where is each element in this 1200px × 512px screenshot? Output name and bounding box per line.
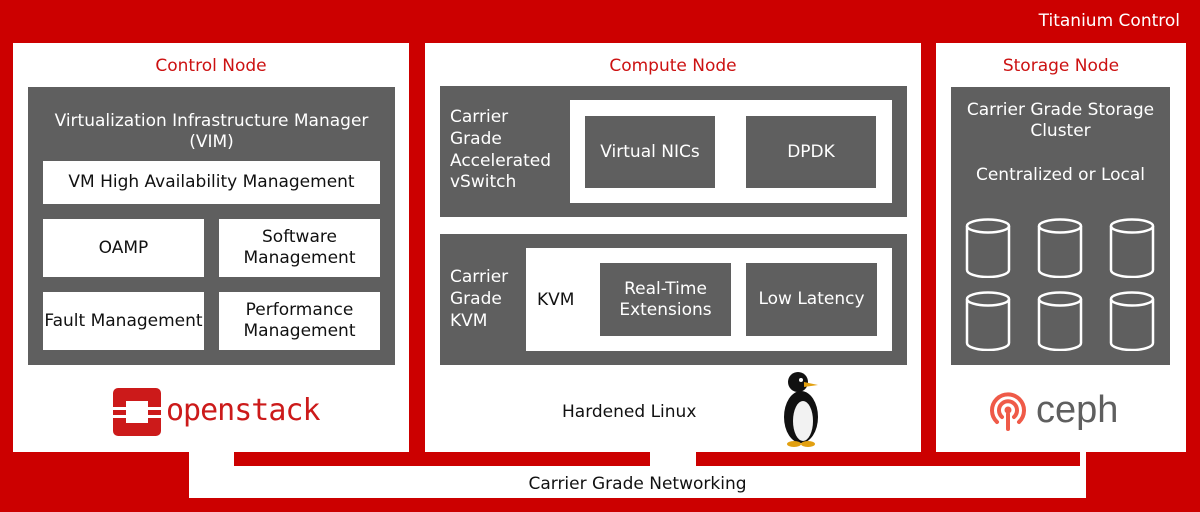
- hardened-linux-label: Hardened Linux: [562, 402, 697, 422]
- network-link-left: [234, 448, 650, 466]
- disk-cylinder-icon: [1037, 291, 1083, 351]
- control-node-title: Control Node: [155, 56, 267, 76]
- oamp-box: OAMP: [43, 219, 204, 277]
- vswitch-label: Carrier Grade Accelerated vSwitch: [450, 107, 551, 193]
- storage-cluster-title: Carrier Grade Storage Cluster: [966, 100, 1155, 141]
- disk-cylinder-icon: [965, 218, 1011, 278]
- openstack-logo-icon: [112, 387, 162, 437]
- vim-title: Virtualization Infrastructure Manager (V…: [54, 111, 369, 152]
- compute-node-title: Compute Node: [609, 56, 737, 76]
- penguin-icon: [776, 371, 826, 447]
- realtime-extensions-box: Real-Time Extensions: [600, 263, 731, 336]
- fault-management-box: Fault Management: [43, 292, 204, 350]
- ceph-logo-icon: [988, 388, 1028, 432]
- disk-cylinder-icon: [1109, 291, 1155, 351]
- kvm-label: Carrier Grade KVM: [450, 267, 509, 331]
- virtual-nics-box: Virtual NICs: [585, 116, 715, 188]
- disk-cylinder-icon: [1037, 218, 1083, 278]
- dpdk-box: DPDK: [746, 116, 876, 188]
- storage-node-title: Storage Node: [1002, 56, 1120, 76]
- network-link-right: [696, 448, 1080, 466]
- disk-cylinder-icon: [1109, 218, 1155, 278]
- openstack-logo-text: openstack: [166, 393, 321, 428]
- software-management-box: Software Management: [219, 219, 380, 277]
- kvm-text: KVM: [537, 290, 575, 310]
- ceph-logo-text: ceph: [1036, 389, 1119, 431]
- disk-cylinder-icon: [965, 291, 1011, 351]
- low-latency-box: Low Latency: [746, 263, 877, 336]
- storage-subtitle: Centralized or Local: [975, 164, 1146, 185]
- diagram-title: Titanium Control: [1038, 11, 1180, 31]
- storage-cluster-panel: [951, 87, 1170, 365]
- vm-ha-box: VM High Availability Management: [43, 161, 380, 204]
- networking-label: Carrier Grade Networking: [528, 473, 747, 494]
- performance-management-box: Performance Management: [219, 292, 380, 350]
